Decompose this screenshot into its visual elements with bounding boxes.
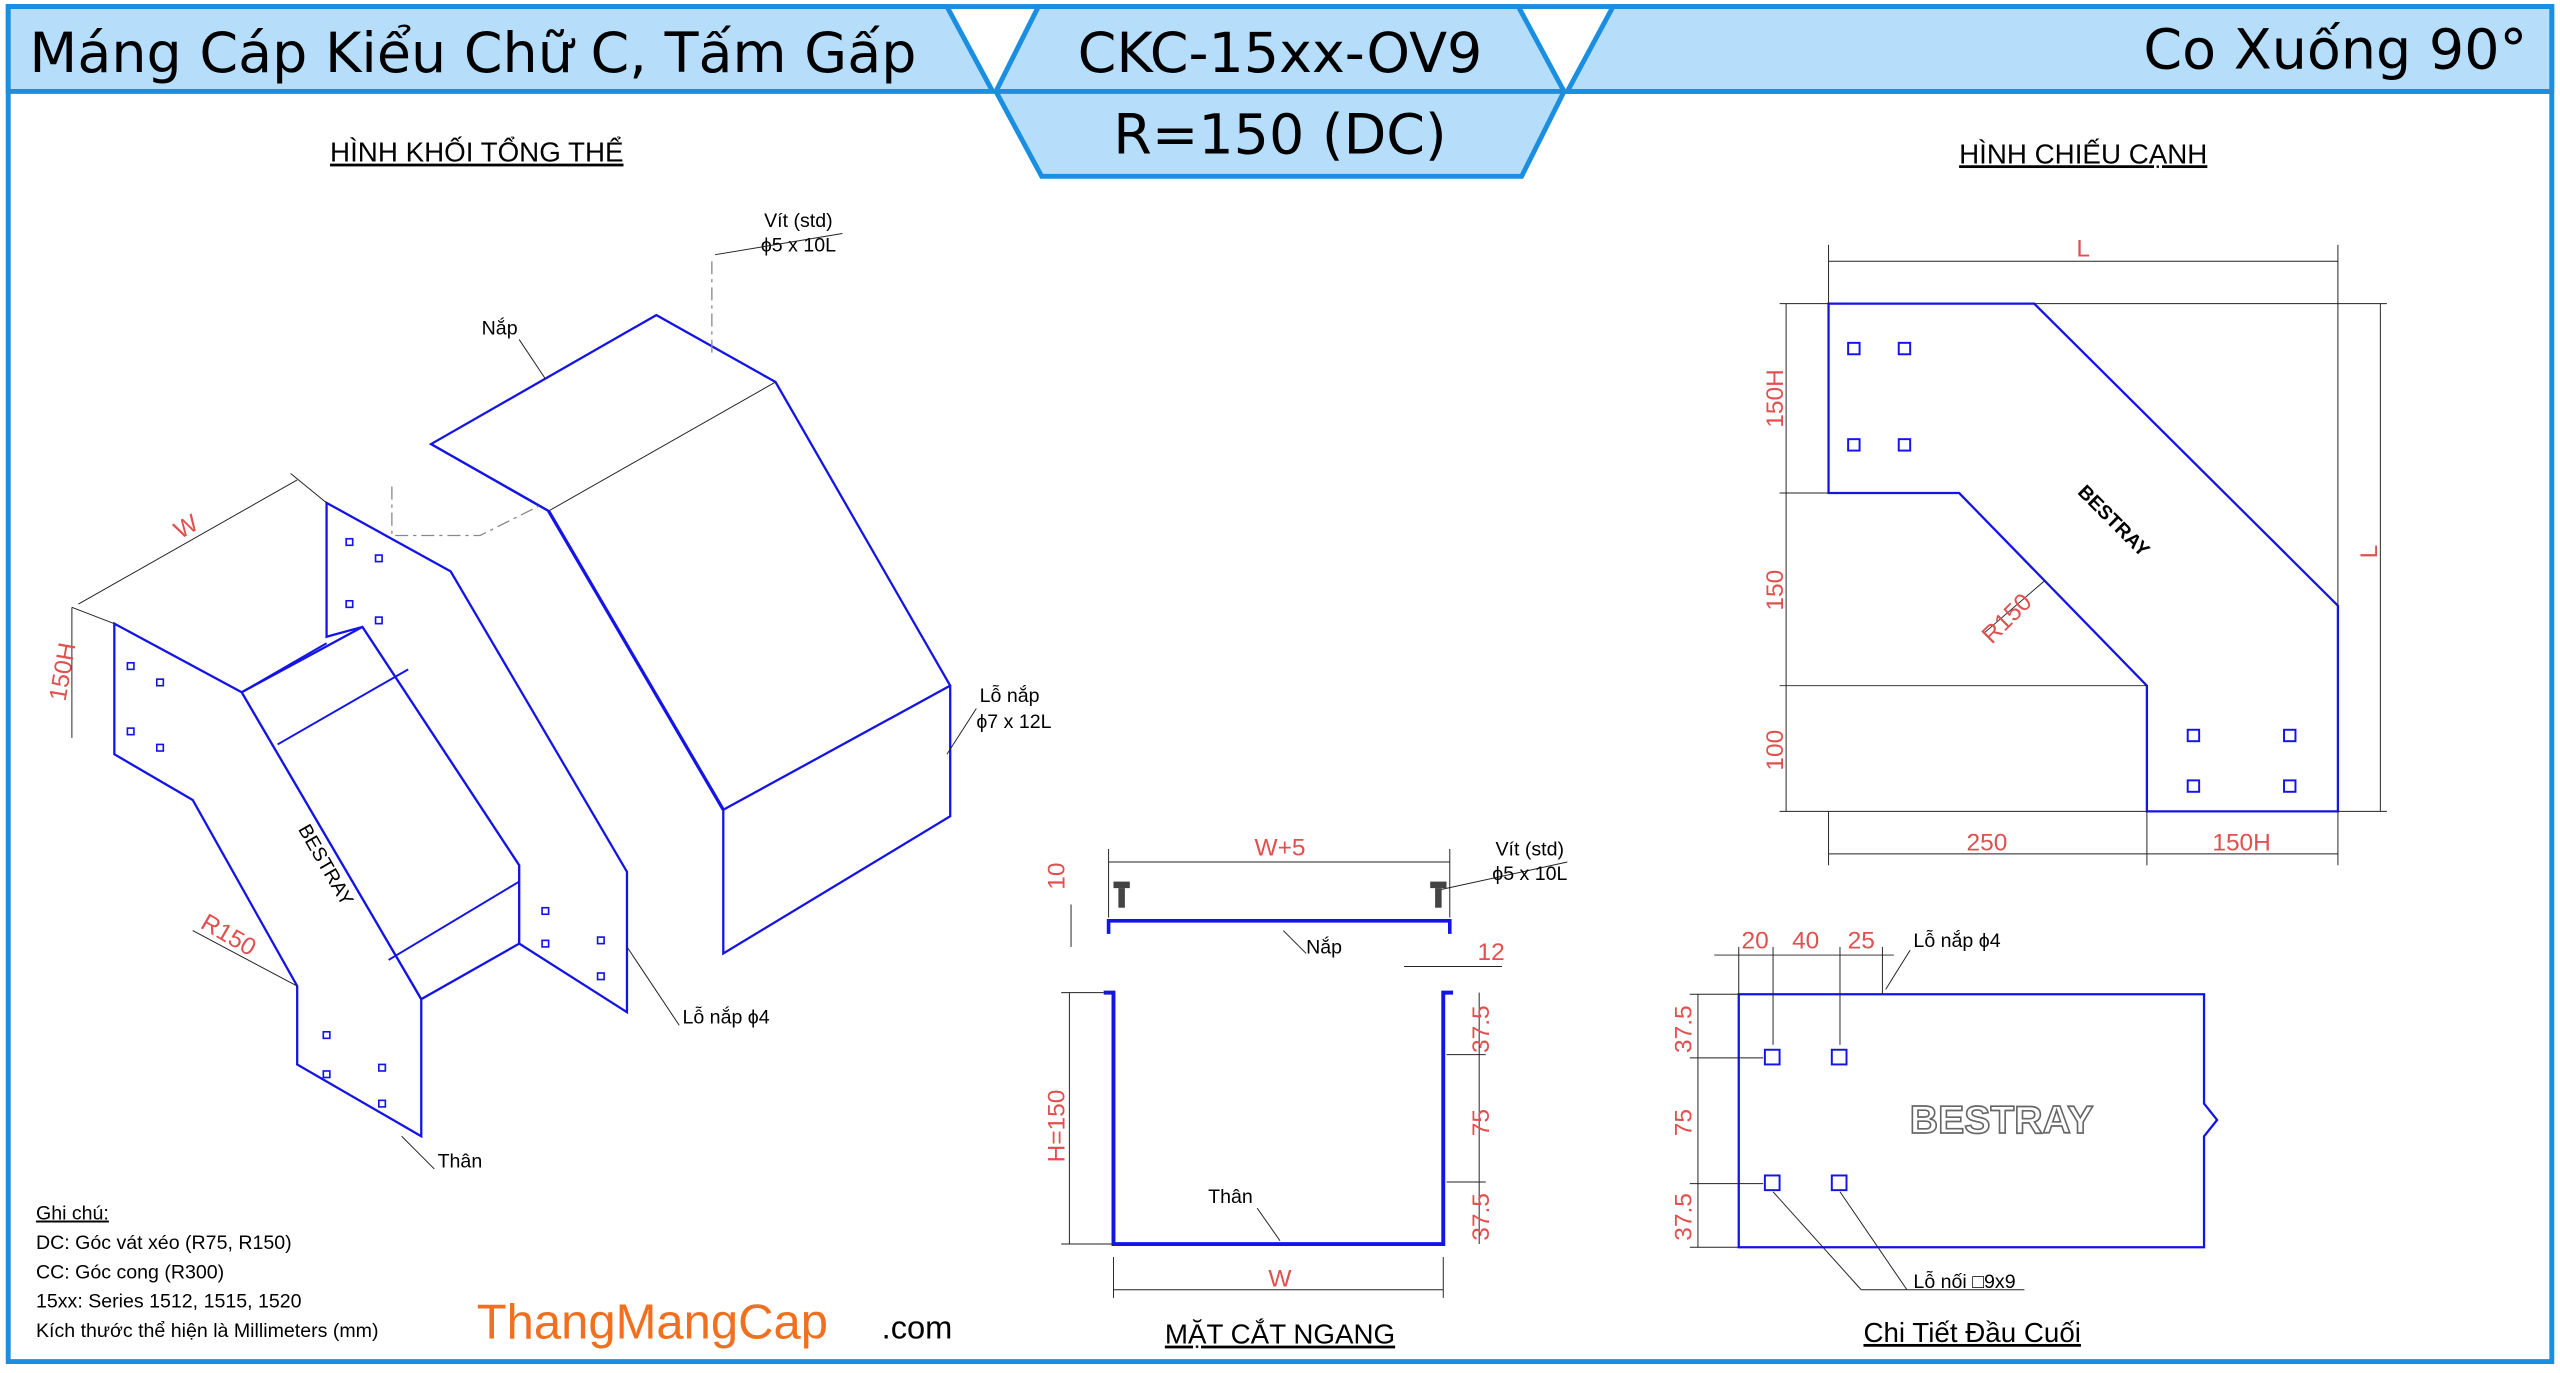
iso-cover-hole-label: Lỗ nắp: [980, 684, 1040, 707]
brand-logo: ThangMangCap .com: [477, 1296, 953, 1350]
cross-dim-w5: W+5: [1255, 834, 1306, 861]
cross-dim-37-bottom: 37.5: [1468, 1193, 1495, 1241]
end-outline: [1737, 993, 2219, 1249]
end-dim-37-top: 37.5: [1670, 1005, 1697, 1053]
side-dim-top-l: L: [2076, 235, 2090, 262]
cross-body-label: Thân: [1208, 1186, 1253, 1208]
note-line: DC: Góc vát xéo (R75, R150): [36, 1232, 292, 1254]
note-line: 15xx: Series 1512, 1515, 1520: [36, 1291, 302, 1313]
end-hole-label: Lỗ nắp ϕ4: [1913, 929, 2000, 952]
side-dim-150h: 150H: [1762, 369, 1789, 428]
iso-cover-hole4-label: Lỗ nắp ϕ4: [682, 1006, 769, 1029]
cross-section-view: W+5 10 12 H=150 W 37.5 75 37.5 Vít (std)…: [1043, 834, 1568, 1298]
cross-body: [1103, 990, 1454, 1246]
side-dim-b-150h: 150H: [2212, 830, 2271, 857]
section-title-cross: MẶT CẮT NGANG: [1165, 1319, 1395, 1350]
product-title: Máng Cáp Kiểu Chữ C, Tấm Gấp: [29, 21, 916, 86]
end-join-label: Lỗ nối □9x9: [1913, 1270, 2015, 1293]
section-title-end: Chi Tiết Đầu Cuối: [1863, 1317, 2080, 1348]
cross-dim-w: W: [1268, 1265, 1292, 1292]
iso-screw-label: Vít (std): [764, 210, 833, 232]
end-dim-40: 40: [1792, 928, 1819, 955]
cross-dim-12: 12: [1478, 939, 1505, 966]
notes: Ghi chú: DC: Góc vát xéo (R75, R150) CC:…: [36, 1203, 379, 1343]
side-dim-150: 150: [1762, 570, 1789, 611]
end-dim-37-bottom: 37.5: [1670, 1193, 1697, 1241]
header-left-panel: [5, 4, 997, 94]
product-code: CKC-15xx-OV9: [1078, 21, 1483, 86]
side-dim-r150: R150: [1977, 589, 2037, 649]
end-detail-view: BESTRAY 20 40 25 Lỗ nắp ϕ4 37.5 75 37.5 …: [1670, 928, 2219, 1293]
product-type: Co Xuống 90°: [2143, 18, 2527, 83]
isometric-view: BESTRAY W 150H R150 Vít (std) ϕ5 x 10L N…: [45, 210, 1052, 1172]
iso-dim-r: R150: [196, 909, 260, 962]
iso-dim-h: 150H: [45, 641, 82, 703]
end-dim-25: 25: [1848, 928, 1875, 955]
iso-body-label: Thân: [438, 1150, 483, 1172]
cross-cover-label: Nắp: [1306, 935, 1342, 958]
iso-body-back: [325, 500, 629, 1015]
cross-dim-10: 10: [1043, 863, 1070, 890]
end-brand: BESTRAY: [1910, 1099, 2094, 1142]
cross-screw-label: Vít (std): [1496, 838, 1565, 860]
notes-title: Ghi chú:: [36, 1203, 109, 1225]
iso-cover-label: Nắp: [482, 317, 518, 340]
brand-main: ThangMangCap: [477, 1296, 828, 1350]
iso-cover-hole-size: ϕ7 x 12L: [976, 711, 1051, 733]
side-dim-250: 250: [1966, 830, 2007, 857]
cross-dim-37-top: 37.5: [1468, 1005, 1495, 1053]
screw-icon: [1113, 881, 1447, 908]
cross-cover: [1106, 918, 1452, 934]
cross-screw-size: ϕ5 x 10L: [1492, 863, 1567, 885]
side-outline: [1827, 302, 2340, 813]
iso-screw-size: ϕ5 x 10L: [761, 234, 836, 256]
product-radius: R=150 (DC): [1113, 102, 1446, 167]
side-dim-right-l: L: [2356, 545, 2383, 559]
note-line: Kích thước thể hiện là Millimeters (mm): [36, 1320, 379, 1342]
end-dim-20: 20: [1741, 928, 1768, 955]
cross-dim-75: 75: [1468, 1109, 1495, 1136]
section-title-iso: HÌNH KHỐI TỔNG THỂ: [330, 136, 623, 168]
section-title-side: HÌNH CHIẾU CẠNH: [1959, 138, 2207, 169]
iso-dim-w: W: [170, 509, 204, 544]
note-line: CC: Góc cong (R300): [36, 1261, 224, 1283]
side-dim-100: 100: [1762, 730, 1789, 771]
cross-dim-h: H=150: [1043, 1090, 1070, 1163]
side-view: BESTRAY L L 150H 150 100 250 150H R150: [1762, 235, 2387, 866]
title-block: Máng Cáp Kiểu Chữ C, Tấm Gấp CKC-15xx-OV…: [5, 4, 2555, 179]
brand-suffix: .com: [882, 1309, 953, 1346]
end-dim-75: 75: [1670, 1109, 1697, 1136]
